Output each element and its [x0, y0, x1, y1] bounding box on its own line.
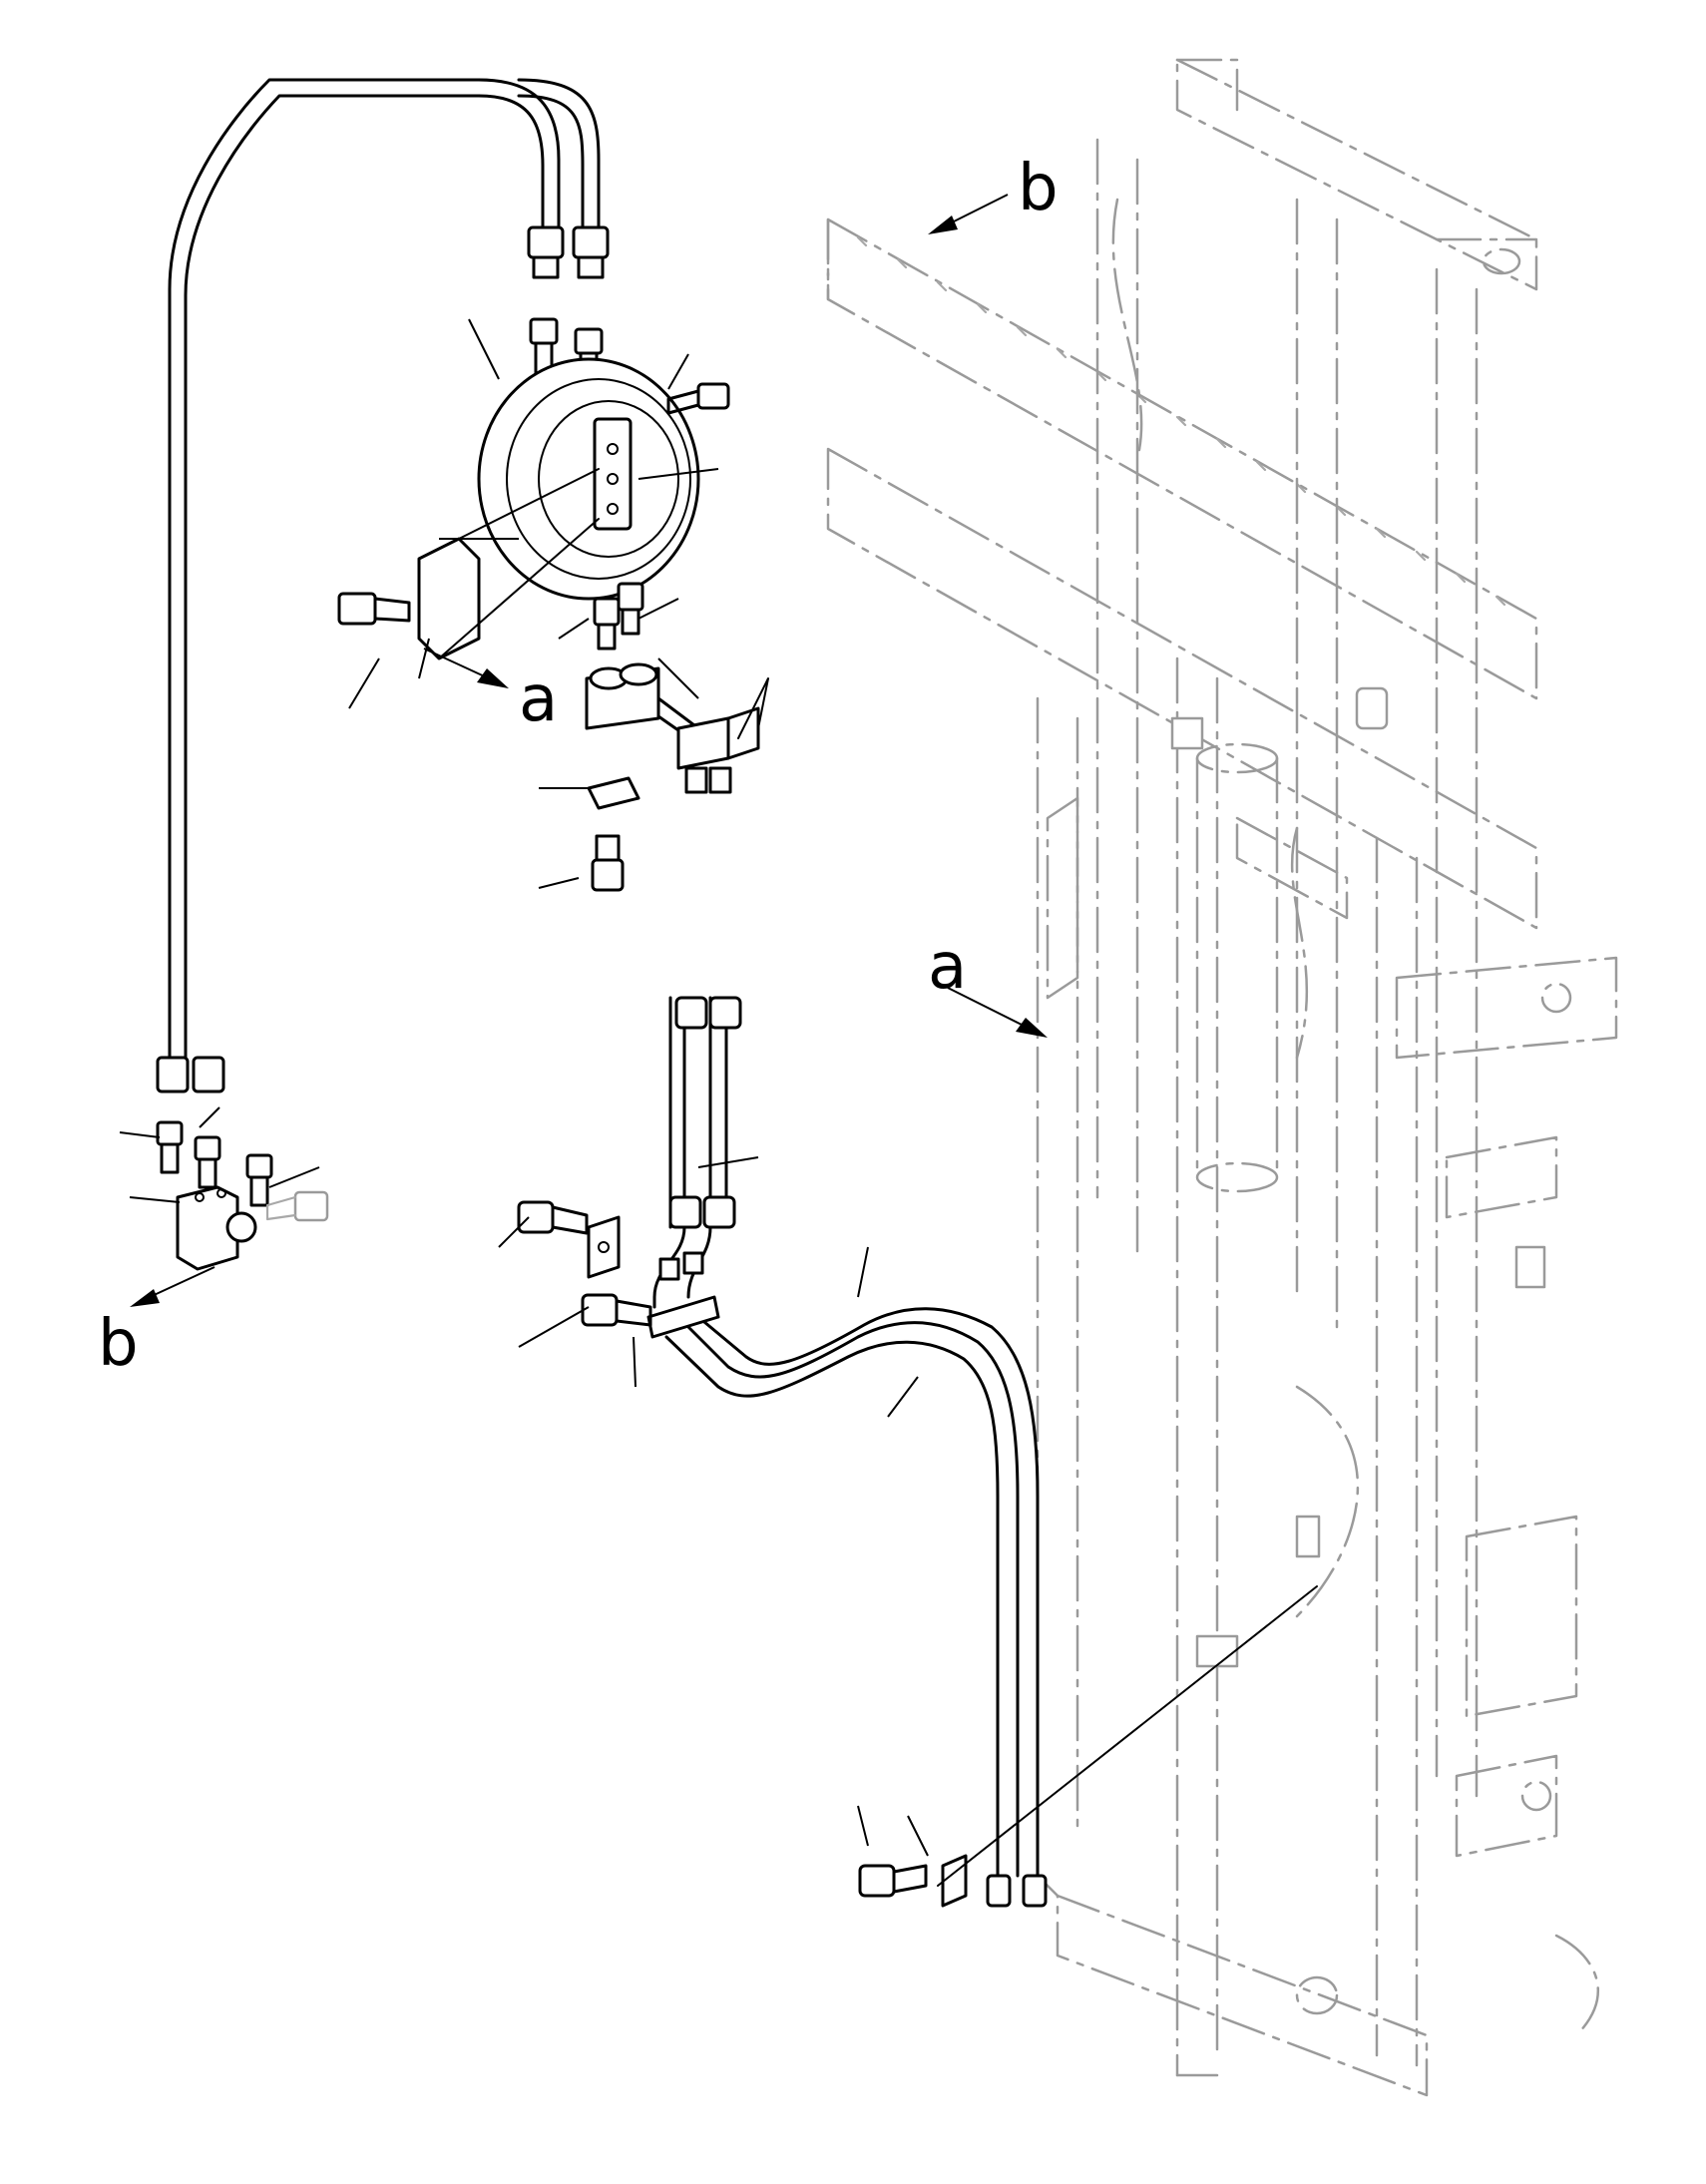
manifold-block — [585, 662, 769, 770]
bolt-mid-upper — [517, 1200, 589, 1235]
hose-loop-top — [168, 78, 601, 1060]
tube-clamp-lower — [941, 1854, 968, 1908]
bolt-reel-top — [666, 382, 730, 415]
bolt-mid-lower — [581, 1293, 652, 1327]
arrow-b-left — [130, 1266, 215, 1307]
hose-pair-upper-fittings — [668, 996, 742, 1229]
view-marker-b-top: b — [1018, 152, 1059, 225]
fittings-bottom-left — [156, 1120, 273, 1207]
arrow-a-right — [947, 987, 1048, 1038]
tube-end-fittings — [986, 1874, 1048, 1908]
valve-block-bottom — [176, 1185, 257, 1271]
mast-assembly-ghost — [826, 58, 1618, 2097]
arrow-a-left — [423, 648, 509, 688]
view-marker-a-left: a — [519, 662, 558, 736]
steel-tubes — [664, 1307, 1040, 1878]
clip-plate-b — [587, 1215, 621, 1279]
fittings-below-manifold — [684, 766, 732, 794]
hose-end-fittings-top — [527, 225, 610, 279]
hose-end-fittings-bottom — [156, 1056, 225, 1093]
adapter-fitting-mid — [591, 834, 625, 892]
bolt-valve-bottom — [265, 1190, 329, 1222]
view-marker-b-left: b — [98, 1307, 139, 1381]
view-marker-a-right: a — [928, 930, 967, 1004]
bolt-bracket — [337, 592, 411, 626]
fittings-mid-clamp — [658, 1251, 704, 1281]
tube-clamp-mid — [646, 1295, 720, 1339]
clip-plate-a — [587, 776, 640, 810]
hose-reel — [477, 357, 700, 601]
leader-lines — [119, 318, 1318, 1887]
bolt-lower-clamp — [858, 1864, 928, 1898]
arrow-b-top — [928, 194, 1009, 234]
fittings-below-reel — [593, 582, 644, 651]
